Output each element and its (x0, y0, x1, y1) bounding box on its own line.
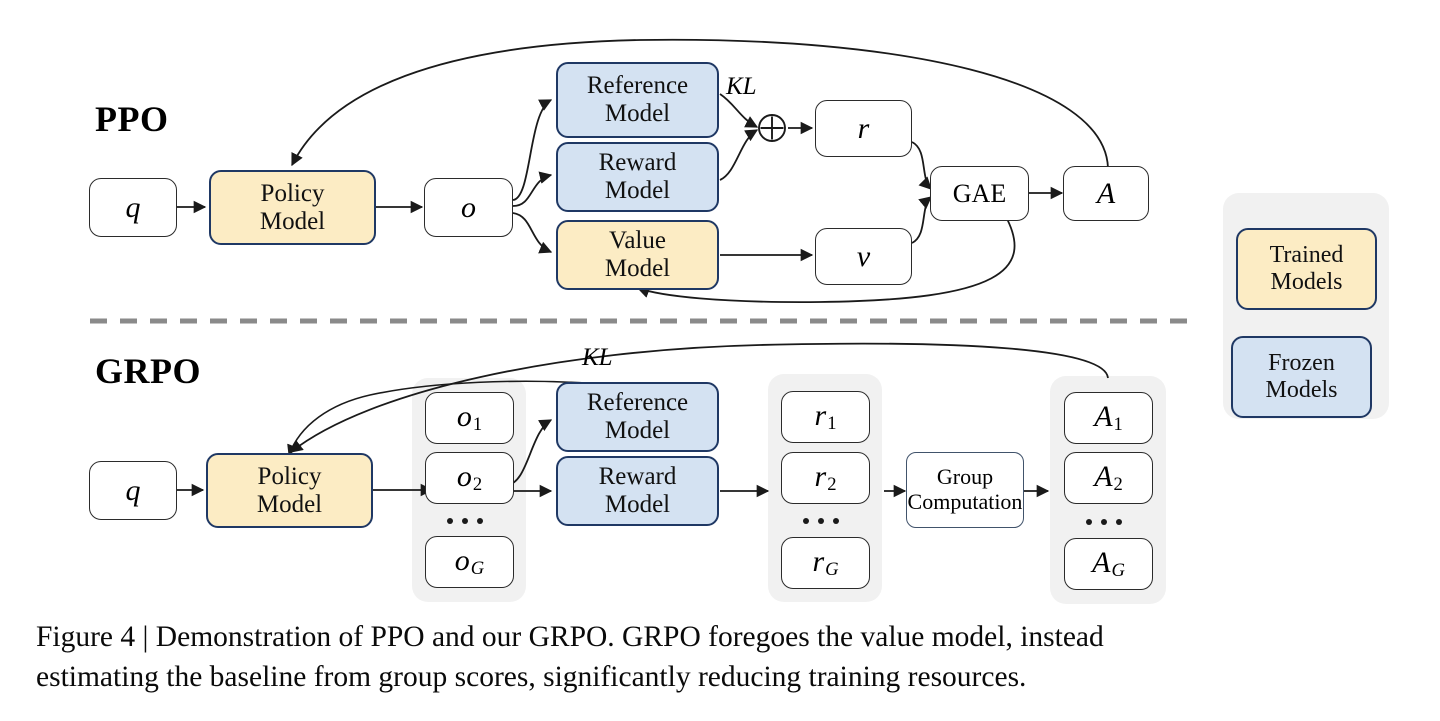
ppo-reference-model-line2: Model (604, 100, 671, 127)
grpo-advantage-1-sub: 1 (1113, 414, 1123, 436)
grpo-advantage-G-sub: G (1111, 560, 1125, 582)
grpo-output-2-base: o (456, 460, 472, 494)
grpo-group-computation-node: Group Computation (906, 452, 1024, 528)
ppo-value-scalar-label: v (856, 239, 871, 273)
grpo-reward-1-node: r1 (781, 391, 870, 443)
ppo-reward-scalar-label: r (857, 111, 870, 145)
grpo-group-computation-line2: Computation (907, 489, 1023, 514)
ppo-reference-model-line1: Reference (586, 72, 689, 99)
grpo-reward-model-node: Reward Model (556, 456, 719, 526)
ppo-output-label: o (461, 190, 476, 224)
grpo-query-label: q (125, 473, 141, 507)
grpo-advantage-2-sub: 2 (1113, 474, 1123, 496)
grpo-reward-G-base: r (812, 545, 825, 579)
ppo-section-title: PPO (95, 99, 169, 139)
grpo-advantage-2-base: A (1094, 460, 1113, 494)
grpo-reward-2-base: r (814, 460, 827, 494)
grpo-reward-model-line2: Model (604, 491, 671, 518)
grpo-output-1-sub: 1 (472, 414, 483, 436)
ppo-value-scalar-node: v (815, 228, 912, 285)
ppo-reward-model-line2: Model (604, 177, 671, 204)
grpo-reward-2-sub: 2 (827, 474, 837, 496)
ppo-kl-label: KL (726, 73, 757, 100)
ppo-reward-model-node: Reward Model (556, 142, 719, 212)
oplus-icon (758, 114, 786, 142)
grpo-advantages-ellipsis (1086, 519, 1122, 525)
ppo-gae-node: GAE (930, 166, 1029, 221)
ppo-value-model-line1: Value (609, 227, 666, 254)
grpo-reference-model-line2: Model (604, 417, 671, 444)
grpo-policy-model-line1: Policy (257, 462, 322, 490)
ppo-query-label: q (125, 190, 141, 224)
legend-trained-line2: Models (1270, 269, 1343, 295)
legend-frozen-line1: Frozen (1268, 350, 1335, 377)
ppo-gae-label: GAE (952, 178, 1007, 208)
grpo-reward-G-node: rG (781, 537, 870, 589)
caption-line-1: Figure 4 | Demonstration of PPO and our … (36, 621, 1104, 653)
ppo-policy-model-line1: Policy (260, 179, 325, 207)
grpo-policy-model-node: Policy Model (206, 453, 373, 528)
grpo-output-2-node: o2 (425, 452, 514, 504)
grpo-outputs-ellipsis (447, 518, 483, 524)
caption-line-2: estimating the baseline from group score… (36, 660, 1027, 693)
grpo-advantage-2-node: A2 (1064, 452, 1153, 504)
grpo-reward-1-sub: 1 (827, 413, 837, 435)
grpo-output-G-sub: G (470, 558, 485, 580)
grpo-advantage-G-base: A (1092, 546, 1111, 580)
grpo-advantage-1-base: A (1094, 400, 1113, 434)
grpo-advantage-1-node: A1 (1064, 392, 1153, 444)
ppo-value-model-node: Value Model (556, 220, 719, 290)
ppo-policy-model-node: Policy Model (209, 170, 376, 245)
grpo-output-1-node: o1 (425, 392, 514, 444)
grpo-reward-model-line1: Reward (598, 463, 677, 490)
grpo-reference-model-line1: Reference (586, 389, 689, 416)
legend-frozen-models-swatch: Frozen Models (1231, 336, 1372, 418)
legend-trained-models-swatch: Trained Models (1236, 228, 1377, 310)
grpo-rewards-ellipsis (803, 518, 839, 524)
grpo-reward-2-node: r2 (781, 452, 870, 504)
ppo-query-node: q (89, 178, 177, 237)
grpo-reference-model-node: Reference Model (556, 382, 719, 452)
grpo-output-G-base: o (454, 544, 470, 578)
ppo-policy-model-line2: Model (259, 207, 326, 235)
legend-trained-line1: Trained (1269, 242, 1344, 269)
grpo-group-computation-line1: Group (936, 464, 994, 490)
ppo-reward-model-line1: Reward (598, 149, 677, 176)
grpo-output-G-node: oG (425, 536, 514, 588)
ppo-reference-model-node: Reference Model (556, 62, 719, 138)
figure-caption: Figure 4 | Demonstration of PPO and our … (36, 618, 1416, 697)
ppo-reward-scalar-node: r (815, 100, 912, 157)
grpo-section-title: GRPO (95, 351, 201, 391)
grpo-output-1-base: o (456, 400, 472, 434)
ppo-advantage-label: A (1096, 176, 1116, 210)
ppo-advantage-node: A (1063, 166, 1149, 221)
grpo-advantage-G-node: AG (1064, 538, 1153, 590)
grpo-reward-G-sub: G (825, 559, 839, 581)
grpo-output-2-sub: 2 (472, 474, 483, 496)
grpo-reward-1-base: r (814, 399, 827, 433)
grpo-kl-label: KL (582, 344, 613, 371)
grpo-policy-model-line2: Model (256, 490, 323, 518)
ppo-output-node: o (424, 178, 513, 237)
grpo-query-node: q (89, 461, 177, 520)
legend-frozen-line2: Models (1265, 377, 1338, 403)
ppo-value-model-line2: Model (604, 255, 671, 282)
